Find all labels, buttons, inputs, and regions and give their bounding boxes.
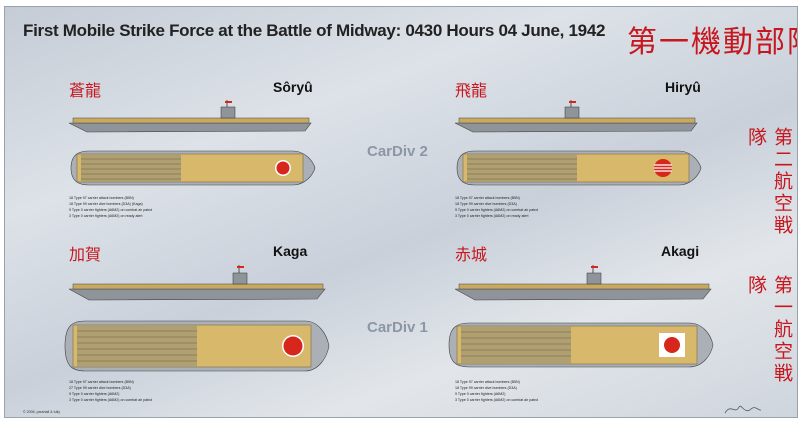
soryu-plan (70, 150, 316, 186)
page-title: First Mobile Strike Force at the Battle … (23, 21, 606, 40)
kaga-air-group-notes: 18 Type 97 carrier attack bombers (B5N)2… (69, 380, 153, 402)
soryu-hinomaru (276, 161, 290, 175)
cardiv2-vertical-jp: 第二航空戦隊 (745, 127, 793, 237)
soryu-profile-hull (68, 100, 312, 133)
kaga-name-en: Kaga (273, 243, 308, 259)
hiryu-plan (456, 150, 702, 186)
akagi-name-en: Akagi (661, 243, 700, 259)
akagi-aircraft (461, 326, 571, 364)
akagi-plan (448, 322, 714, 368)
soryu-air-group-notes: 18 Type 97 carrier attack bombers (B5N)1… (69, 196, 153, 218)
cardiv2-label: CarDiv 2 (367, 143, 428, 160)
soryu-name-en: Sôryû (273, 79, 313, 95)
cardiv1-label: CarDiv 1 (367, 319, 428, 336)
hiryu-name-en: Hiryû (665, 79, 701, 95)
akagi-hinomaru (664, 337, 680, 353)
kaga-plan (64, 320, 330, 372)
hiryu-aircraft (467, 154, 577, 182)
soryu-aircraft (81, 154, 181, 182)
hiryu-name-jp: 飛龍 (455, 81, 488, 100)
hiryu-profile (454, 100, 698, 133)
fleet-banner-jp: 第一機動部隊 (627, 25, 797, 60)
akagi-air-group-notes: 18 Type 97 carrier attack bombers (B5N)1… (455, 380, 539, 402)
cardiv1-vertical-jp: 第一航空戦隊 (745, 275, 793, 385)
kaga-name-jp: 加賀 (69, 245, 102, 264)
kaga-aircraft (77, 325, 197, 367)
poster-frame: First Mobile Strike Force at the Battle … (4, 6, 798, 418)
akagi-profile (454, 265, 712, 301)
akagi-name-jp: 赤城 (455, 245, 488, 264)
kaga-hinomaru (283, 336, 303, 356)
hiryu-air-group-notes: 18 Type 97 carrier attack bombers (B5N)1… (455, 196, 539, 218)
soryu-name-jp: 蒼龍 (69, 81, 102, 100)
credit-line: © 2006, parshall & tully (23, 410, 61, 414)
soryu-profile (68, 100, 312, 133)
kaga-profile (68, 265, 326, 301)
artist-signature (724, 405, 762, 414)
